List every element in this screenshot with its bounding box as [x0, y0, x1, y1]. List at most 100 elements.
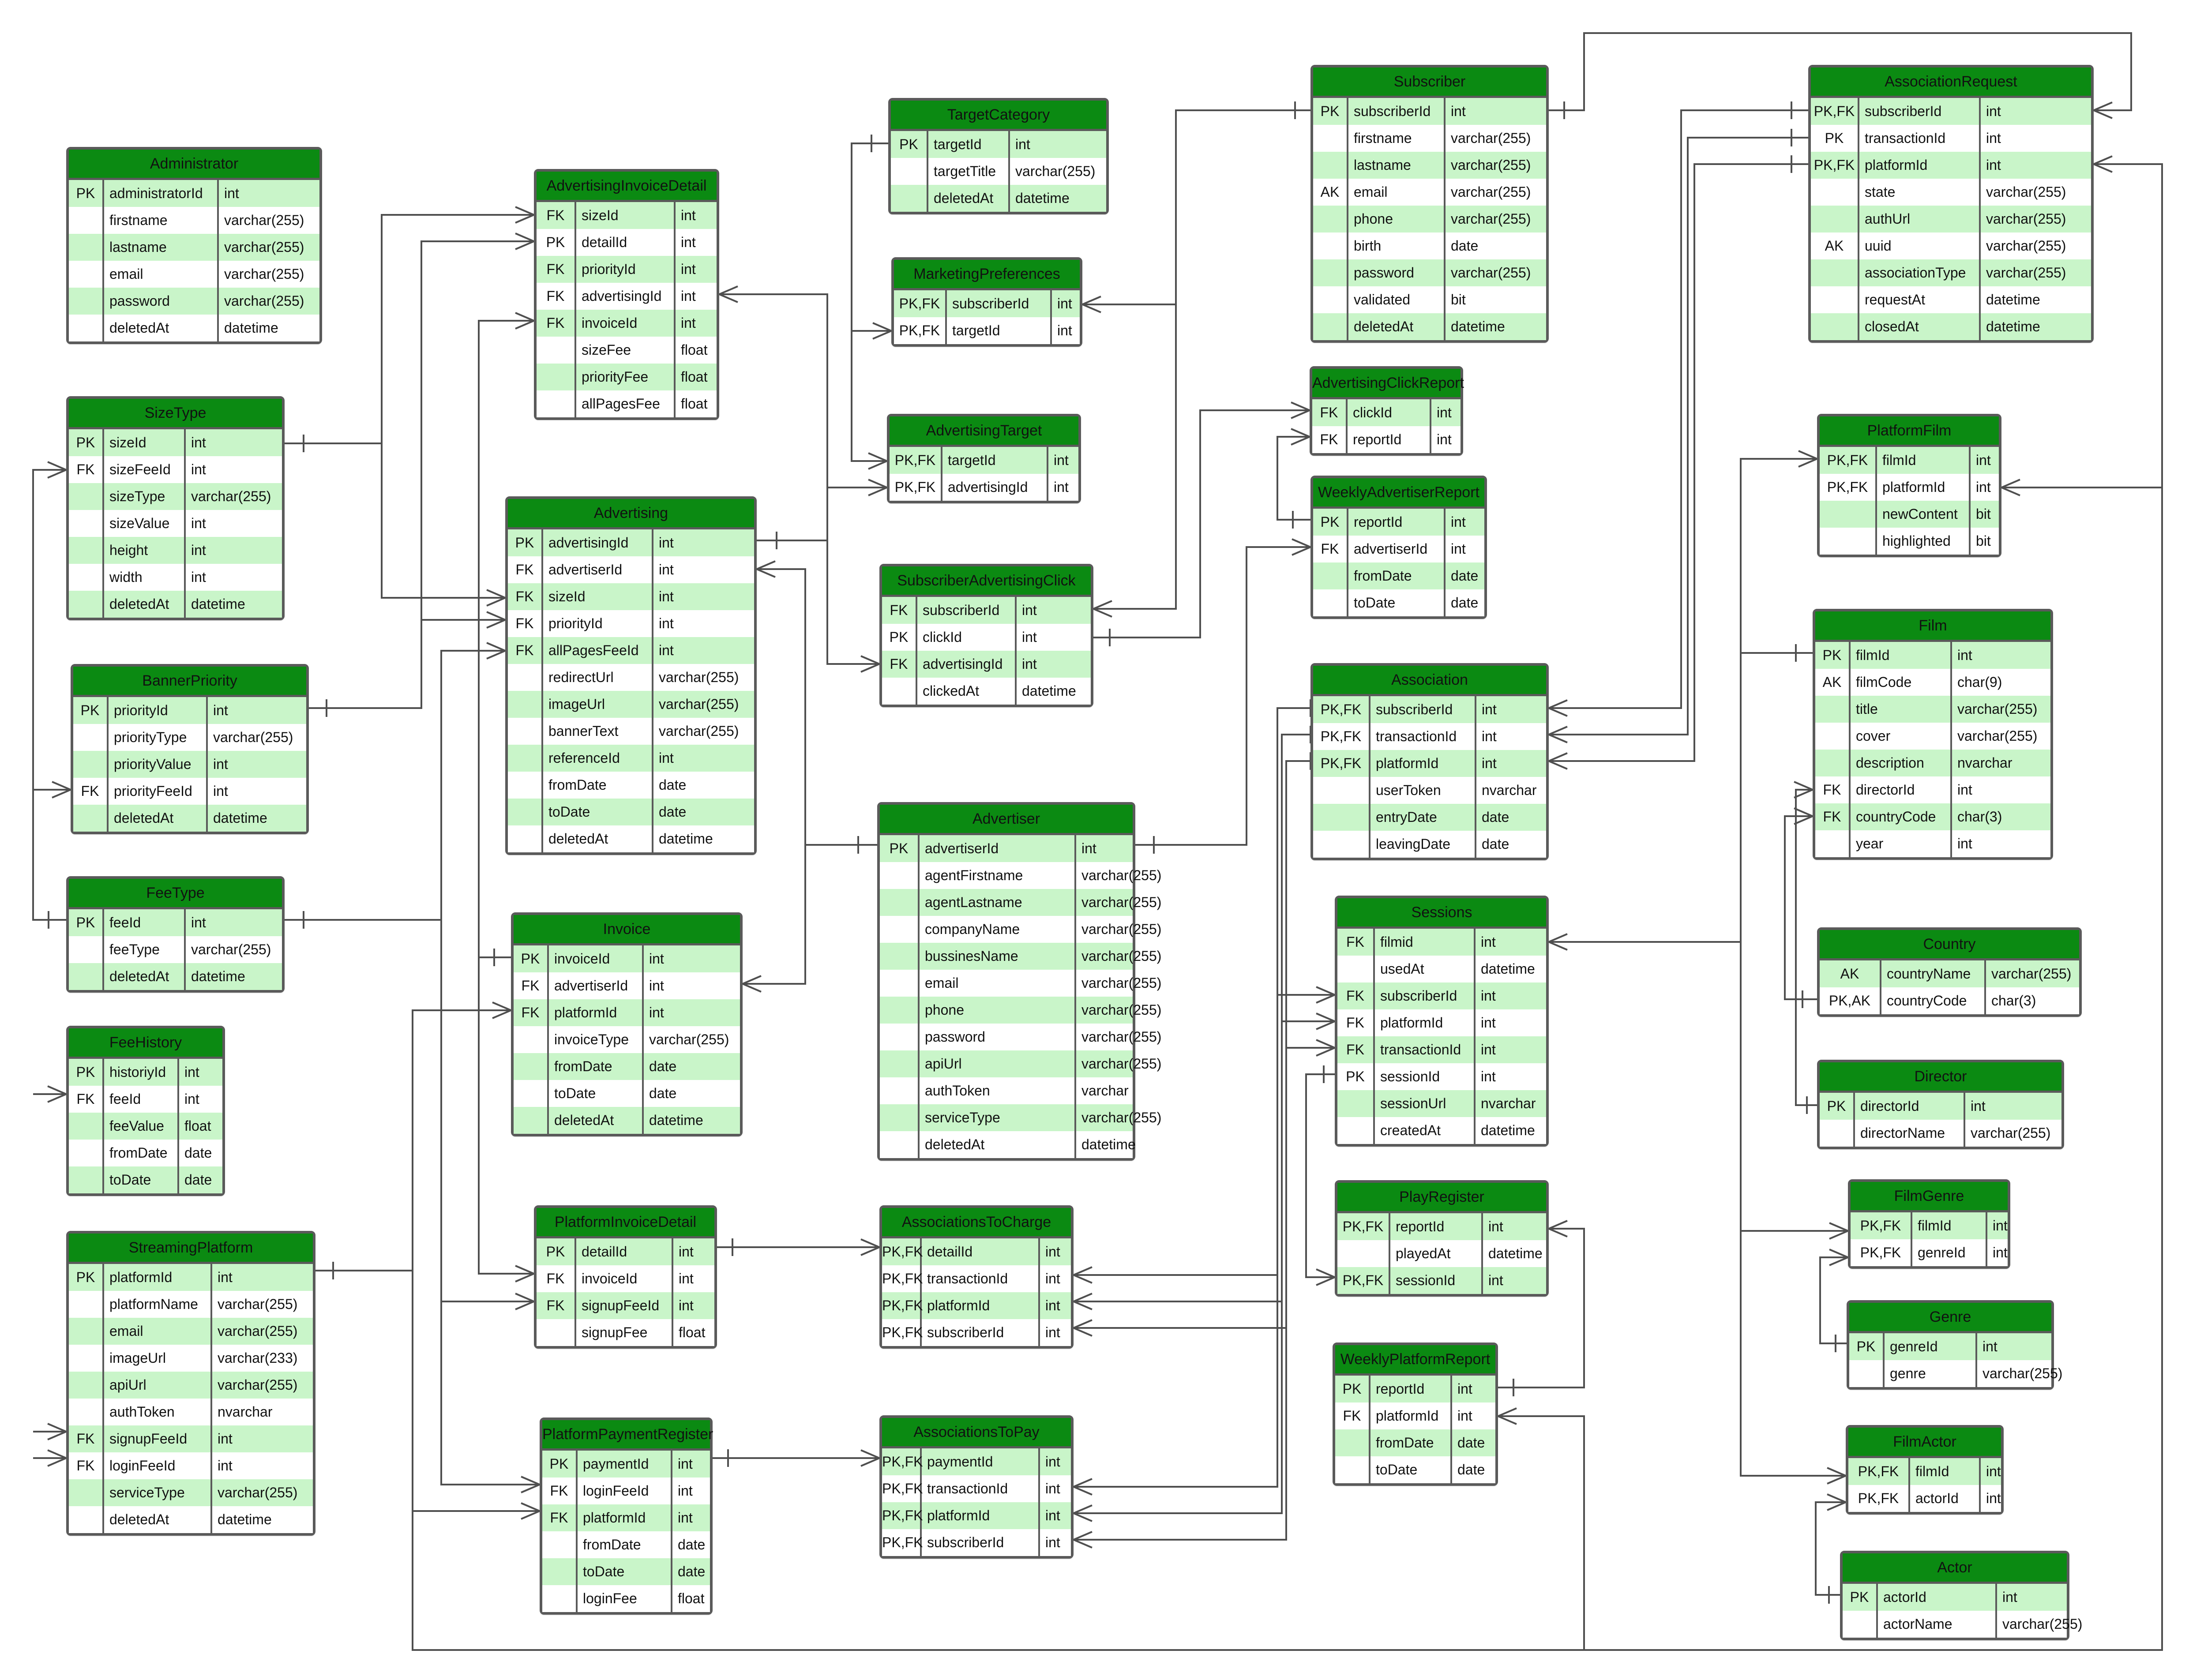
attribute-name: toDate [1348, 589, 1446, 616]
attribute-type: int [1982, 1339, 1998, 1354]
key-cell [514, 1107, 549, 1134]
attribute-type: varchar(255) [1081, 1110, 1162, 1125]
attribute-type: int [679, 1298, 694, 1313]
attribute-name: firstname [1348, 125, 1446, 152]
attribute-name: actorName [1878, 1611, 1997, 1638]
key-cell: FK [1815, 803, 1851, 830]
key-cell [1337, 1117, 1375, 1144]
attribute-name: targetId [942, 447, 1048, 474]
attribute-type: datetime [649, 1112, 703, 1128]
attribute-type: varchar(255) [1957, 728, 2038, 744]
attribute-name: closedAt [1859, 313, 1981, 340]
attribute-type: date [184, 1145, 212, 1161]
key-cell [537, 1319, 576, 1346]
attribute-type: int [1993, 1218, 2008, 1234]
key-cell [1313, 777, 1370, 804]
attribute-name: advertisingId [942, 474, 1048, 501]
attribute-name: clickId [917, 624, 1017, 651]
key-cell [1843, 1611, 1878, 1638]
entity-title: Association [1313, 666, 1546, 696]
key-cell: PK [1843, 1584, 1878, 1611]
attribute-type: int [1481, 988, 1496, 1004]
key-cell [880, 1104, 920, 1131]
entity-title: Genre [1849, 1303, 2051, 1333]
attribute-name: password [920, 1024, 1076, 1050]
relationship-line [1549, 32, 2132, 111]
many-marker [1091, 600, 1112, 618]
key-cell: PK,FK [1337, 1267, 1390, 1294]
key-cell: FK [537, 1292, 576, 1319]
attribute-name: reportId [1348, 426, 1431, 453]
key-cell: PK [1820, 1093, 1855, 1120]
key-cell [1811, 206, 1859, 232]
attribute-type: varchar(255) [1081, 894, 1162, 910]
attribute-name: birth [1348, 232, 1446, 259]
many-marker [1546, 726, 1568, 743]
key-cell: FK [1312, 426, 1348, 453]
attribute-type: int [1437, 431, 1452, 447]
attribute-name: referenceId [543, 745, 653, 772]
attribute-name: usedAt [1375, 956, 1476, 982]
key-cell [880, 1131, 920, 1158]
attribute-type: datetime [1081, 1136, 1136, 1152]
attribute-name: subscriberId [922, 1529, 1040, 1556]
attribute-name: agentFirstname [920, 862, 1076, 889]
attribute-name: filmId [1851, 642, 1952, 669]
attribute-name: advertisingId [917, 651, 1017, 678]
relationship-line [826, 540, 879, 665]
key-cell: PK,FK [882, 1502, 923, 1529]
attribute-name: platformId [922, 1502, 1040, 1529]
attribute-name: administratorId [104, 180, 219, 207]
key-cell: PK,FK [1313, 696, 1370, 723]
attribute-name: sizeId [576, 202, 676, 229]
key-cell [73, 751, 109, 778]
many-marker [2091, 101, 2113, 119]
key-cell: PK [69, 429, 104, 456]
key-cell [880, 889, 920, 916]
entity-title: Actor [1843, 1553, 2067, 1584]
many-marker [1071, 1478, 1093, 1496]
attribute-name: description [1851, 750, 1952, 776]
attribute-name: advertiserId [1348, 536, 1446, 562]
relationship-line [1305, 1073, 1335, 1278]
key-cell: FK [1337, 929, 1375, 956]
key-cell [69, 1291, 104, 1318]
attribute-name: priorityId [109, 697, 208, 724]
attribute-type: varchar(255) [1986, 211, 2066, 227]
relationship-line [719, 293, 828, 541]
relationship-line [1549, 652, 1813, 943]
relationship-line [440, 1301, 540, 1485]
attribute-type: int [1457, 1408, 1472, 1424]
key-cell: PK [1337, 1063, 1375, 1090]
key-cell [508, 718, 543, 745]
key-cell: PK,FK [1337, 1213, 1390, 1240]
attribute-name: sizeId [104, 429, 186, 456]
attribute-name: filmCode [1851, 669, 1952, 696]
attribute-name: fromDate [578, 1531, 672, 1558]
many-marker [1080, 296, 1101, 313]
key-cell: AK [1811, 232, 1859, 259]
